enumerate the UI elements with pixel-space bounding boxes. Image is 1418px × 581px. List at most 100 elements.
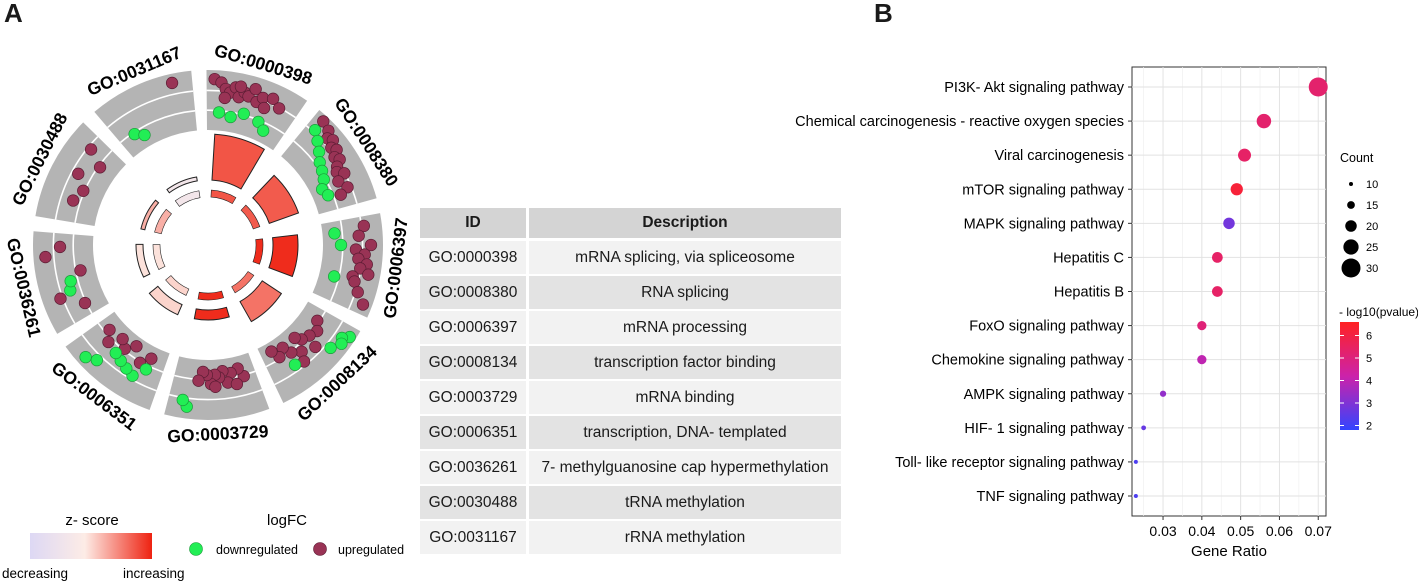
downregulated-point xyxy=(308,124,322,137)
upregulated-point xyxy=(102,335,115,349)
downregulated-point xyxy=(335,337,348,350)
count-legend-title: Count xyxy=(1340,151,1374,165)
table-cell-id: GO:0000398 xyxy=(420,239,529,276)
x-tick-label: 0.04 xyxy=(1188,523,1215,539)
circos-grid-arc xyxy=(119,110,196,144)
upregulated-point xyxy=(165,76,179,90)
x-tick-label: 0.06 xyxy=(1266,523,1293,539)
zscore-bar xyxy=(268,234,299,278)
table-cell-description: transcription, DNA- templated xyxy=(527,415,841,451)
circos-sector-label: GO:0003729 xyxy=(167,421,269,446)
pathway-label: Viral carcinogenesis xyxy=(995,148,1125,164)
count-legend-label: 15 xyxy=(1366,200,1378,212)
table-cell-id: GO:0036261 xyxy=(420,450,529,486)
pathway-point xyxy=(1141,425,1147,431)
count-legend-label: 10 xyxy=(1366,179,1378,191)
upregulated-point xyxy=(54,292,67,305)
upregulated-point xyxy=(354,262,367,275)
count-legend-label: 20 xyxy=(1366,221,1378,233)
downregulated-point xyxy=(224,110,237,124)
downregulated-point xyxy=(334,238,348,252)
table-cell-description: transcription factor binding xyxy=(527,345,841,381)
pathway-point xyxy=(1223,217,1235,230)
upregulated-point xyxy=(357,219,370,233)
table-cell-description: rRNA methylation xyxy=(527,520,841,556)
zscore-bar xyxy=(252,174,300,224)
panel-label-a: A xyxy=(4,0,23,28)
upregulated-legend-label: upregulated xyxy=(338,543,404,557)
upregulated-point xyxy=(249,82,262,96)
pvalue-legend-label: 2 xyxy=(1366,421,1372,433)
upregulated-point xyxy=(53,240,67,254)
panel-label-b: B xyxy=(874,0,893,28)
upregulated-point xyxy=(288,331,301,345)
circos-legend: z- score decreasing increasing logFC dow… xyxy=(2,512,404,581)
go-circos-plot: GO:0000398GO:0008380GO:0006397GO:0008134… xyxy=(3,40,412,446)
pathway-point xyxy=(1197,355,1207,365)
upregulated-point xyxy=(234,80,248,93)
x-axis-label: Gene Ratio xyxy=(1191,543,1267,560)
pvalue-legend-label: 6 xyxy=(1366,331,1372,343)
upregulated-point xyxy=(348,275,361,288)
pathway-point xyxy=(1211,252,1223,263)
table-header-row: ID Description xyxy=(420,208,841,241)
upregulated-point xyxy=(116,332,129,346)
downregulated-point xyxy=(176,393,189,407)
inner-ring-segment xyxy=(197,290,224,301)
zscore-bar xyxy=(166,176,198,194)
upregulated-point xyxy=(192,374,205,387)
upregulated-point xyxy=(72,167,85,180)
pathway-label: HIF- 1 signaling pathway xyxy=(964,421,1124,437)
table-cell-description: 7- methylguanosine cap hypermethylation xyxy=(527,450,841,486)
pathway-label: Chemical carcinogenesis - reactive oxyge… xyxy=(795,114,1124,130)
circos-grid-arc xyxy=(107,90,194,129)
count-legend-label: 30 xyxy=(1366,263,1378,275)
downregulated-point xyxy=(288,358,302,371)
count-legend-dot xyxy=(1345,220,1357,232)
inner-ring-segment xyxy=(154,208,172,235)
upregulated-point xyxy=(334,188,347,201)
circos-sector-band xyxy=(257,301,361,403)
circos-grid-arc xyxy=(81,334,157,392)
count-legend-dot xyxy=(1341,258,1361,278)
inner-ring-segment xyxy=(152,244,166,270)
zscore-legend-title: z- score xyxy=(65,512,118,529)
zscore-bar xyxy=(239,280,283,323)
upregulated-point xyxy=(364,238,378,252)
downregulated-point xyxy=(109,346,122,360)
count-legend-dot xyxy=(1347,201,1355,209)
table-cell-id: GO:0008380 xyxy=(420,275,529,311)
downregulated-point xyxy=(321,189,335,202)
table-cell-id: GO:0006397 xyxy=(420,310,529,346)
inner-ring-segment xyxy=(240,204,261,230)
circos-sector-band xyxy=(94,70,197,158)
zscore-decreasing-label: decreasing xyxy=(2,566,68,581)
upregulated-point xyxy=(218,91,231,105)
pathway-label: FoxO signaling pathway xyxy=(969,319,1124,335)
circos-grid-arc xyxy=(74,149,113,223)
logfc-legend-title: logFC xyxy=(267,512,307,529)
table-header-id: ID xyxy=(420,208,529,241)
upregulated-point xyxy=(74,264,87,277)
table-cell-description: mRNA binding xyxy=(527,380,841,416)
count-legend-dot xyxy=(1343,239,1359,255)
table-cell-description: tRNA methylation xyxy=(527,485,841,521)
table-cell-id: GO:0008134 xyxy=(420,345,529,381)
pathway-label: Hepatitis B xyxy=(1054,285,1124,301)
upregulated-point xyxy=(145,352,158,365)
table-header-description: Description xyxy=(527,208,841,241)
pathway-label: mTOR signaling pathway xyxy=(962,182,1124,198)
upregulated-point xyxy=(317,115,330,128)
upregulated-point xyxy=(332,175,345,188)
upregulated-point xyxy=(356,298,370,311)
x-tick-label: 0.03 xyxy=(1149,523,1176,539)
downregulated-point xyxy=(237,107,250,120)
